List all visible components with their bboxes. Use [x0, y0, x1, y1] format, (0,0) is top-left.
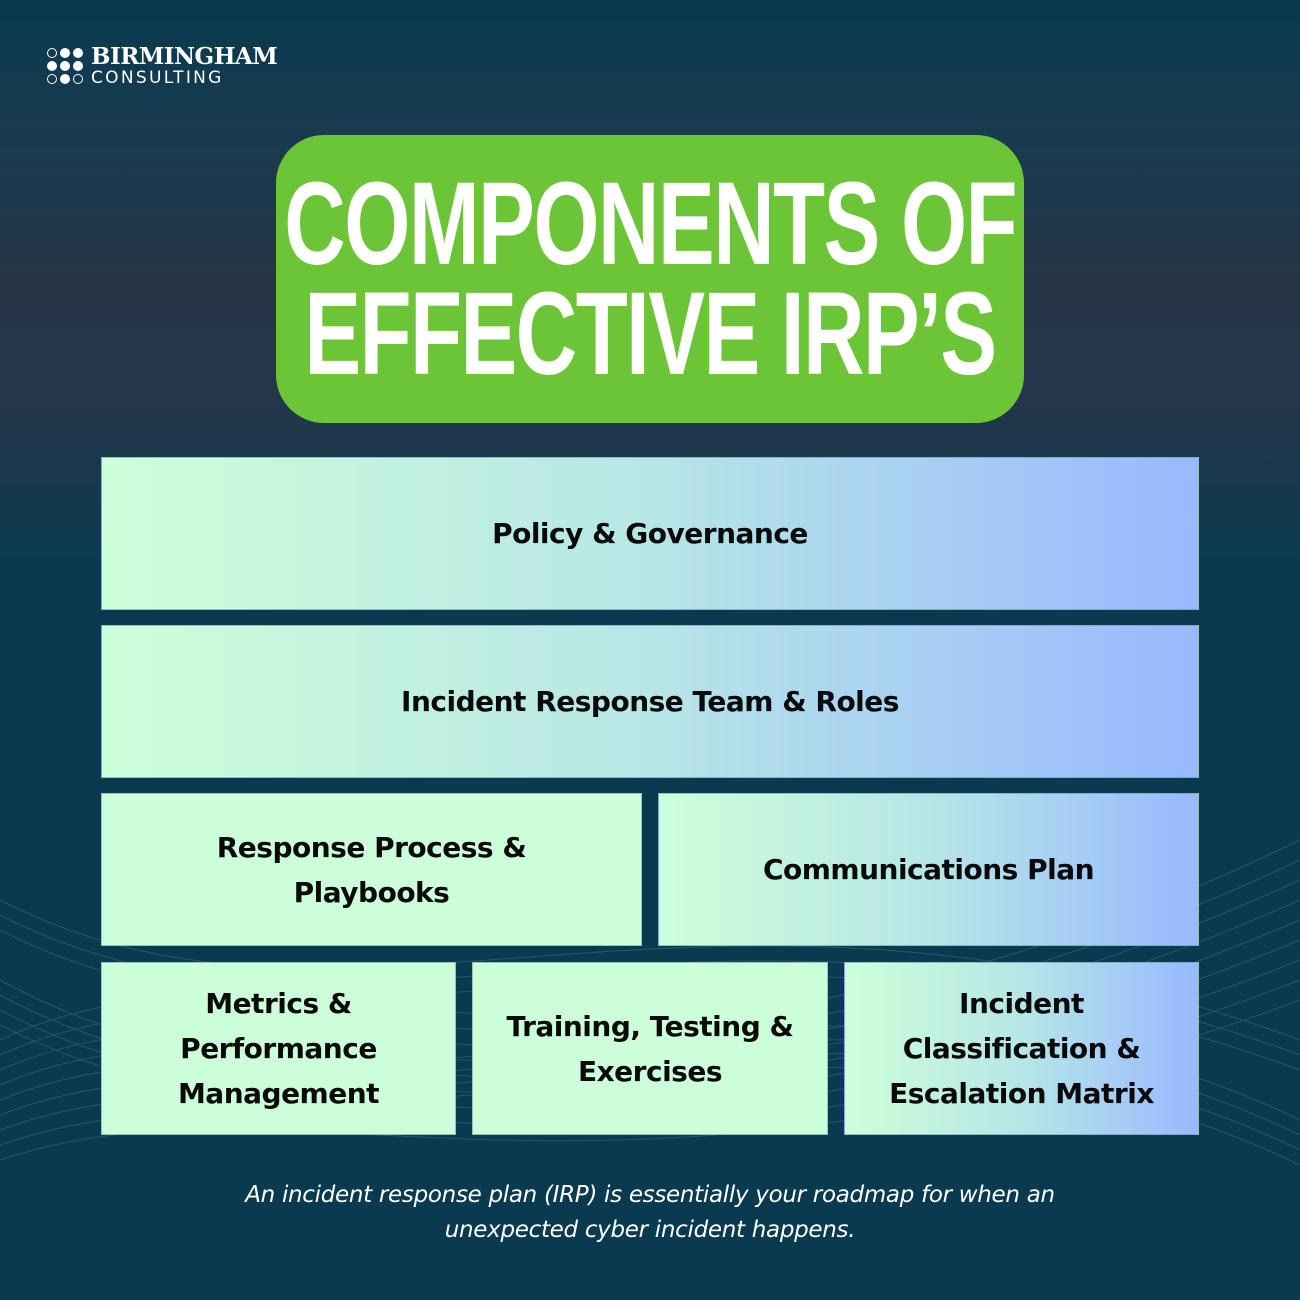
label-line: Playbooks [293, 875, 450, 909]
label-line: Management [177, 1077, 380, 1110]
component-label: Response Process & Playbooks [217, 825, 527, 915]
label-line: Classification & [902, 1032, 1141, 1065]
title-line-2: EFFECTIVE IRP’S [304, 268, 997, 400]
label-line: Performance [180, 1032, 377, 1065]
caption-line: unexpected cyber incident happens. [444, 1217, 856, 1243]
component-metrics-performance: Metrics & Performance Management [101, 962, 456, 1135]
label-line: Escalation Matrix [889, 1077, 1154, 1110]
component-response-team-roles: Incident Response Team & Roles [101, 625, 1199, 778]
component-label: Training, Testing & Exercises [507, 1004, 794, 1094]
brand-subtitle: CONSULTING [91, 68, 224, 88]
brand-logo: BIRMINGHAM CONSULTING [47, 43, 278, 88]
label-line: Metrics & [205, 987, 352, 1020]
label-line: Training, Testing & [506, 1009, 794, 1043]
dot-grid-icon [47, 48, 83, 84]
component-label: Incident Response Team & Roles [401, 685, 899, 718]
footer-caption: An incident response plan (IRP) is essen… [0, 1178, 1300, 1248]
component-training-testing: Training, Testing & Exercises [472, 962, 828, 1135]
component-label: Incident Classification & Escalation Mat… [889, 981, 1154, 1116]
component-label: Metrics & Performance Management [177, 981, 380, 1116]
component-label: Policy & Governance [492, 517, 808, 550]
component-response-process-playbooks: Response Process & Playbooks [101, 793, 642, 946]
component-policy-governance: Policy & Governance [101, 457, 1199, 610]
component-label: Communications Plan [762, 853, 1095, 886]
brand-name: BIRMINGHAM [91, 43, 278, 70]
label-line: Exercises [577, 1054, 723, 1088]
label-line: Incident [959, 987, 1084, 1020]
component-classification-escalation: Incident Classification & Escalation Mat… [844, 962, 1199, 1135]
title-line-1: COMPONENTS OF [284, 158, 1017, 290]
label-line: Response Process & [216, 830, 527, 864]
component-communications-plan: Communications Plan [658, 793, 1199, 946]
title-banner: COMPONENTS OF EFFECTIVE IRP’S [276, 135, 1024, 423]
caption-line: An incident response plan (IRP) is essen… [245, 1182, 1055, 1208]
